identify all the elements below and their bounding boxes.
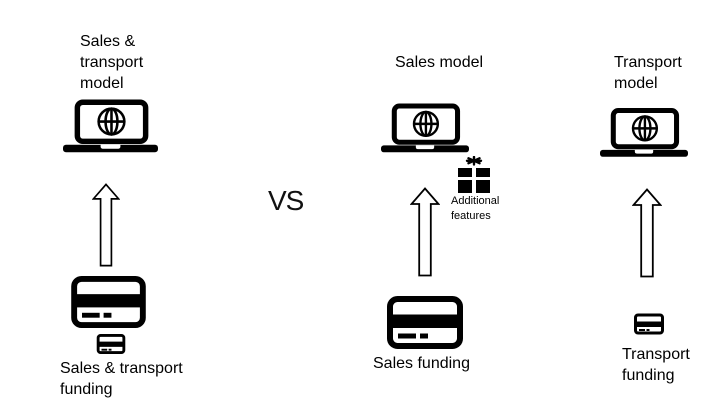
up-arrow-icon	[632, 188, 662, 278]
laptop-globe-icon	[600, 106, 688, 159]
left-funding-line2: funding	[60, 381, 113, 398]
right-model-title-line1: Transport	[614, 54, 682, 71]
left-model-title: Sales & transport model	[80, 31, 143, 94]
additional-features-label: Additional features	[451, 194, 499, 224]
up-arrow-icon	[410, 187, 440, 277]
laptop-globe-icon	[381, 101, 469, 155]
additional-features-line2: features	[451, 210, 491, 222]
small-credit-card-icon	[634, 313, 664, 335]
left-model-title-line1: Sales &	[80, 33, 136, 50]
vs-label: VS	[268, 185, 304, 216]
left-model-title-line2: transport	[80, 54, 144, 71]
right-model-title: Transport model	[614, 52, 682, 94]
right-model-title-line2: model	[614, 75, 658, 92]
credit-card-icon	[71, 276, 146, 328]
left-funding-label: Sales & transport funding	[60, 358, 183, 400]
right-funding-label: Transport funding	[622, 344, 690, 386]
credit-card-icon	[387, 296, 463, 349]
left-model-title-line3: model	[80, 75, 124, 92]
additional-features-line1: Additional	[451, 195, 500, 207]
middle-model-title: Sales model	[395, 54, 484, 71]
up-arrow-icon	[92, 181, 120, 269]
right-funding-line2: funding	[622, 367, 675, 384]
middle-funding-label: Sales funding	[373, 355, 470, 372]
laptop-globe-icon	[63, 99, 158, 153]
right-funding-line1: Transport	[622, 346, 690, 363]
small-credit-card-icon	[96, 334, 126, 354]
gift-icon	[458, 156, 490, 193]
left-funding-line1: Sales & transport	[60, 360, 183, 377]
